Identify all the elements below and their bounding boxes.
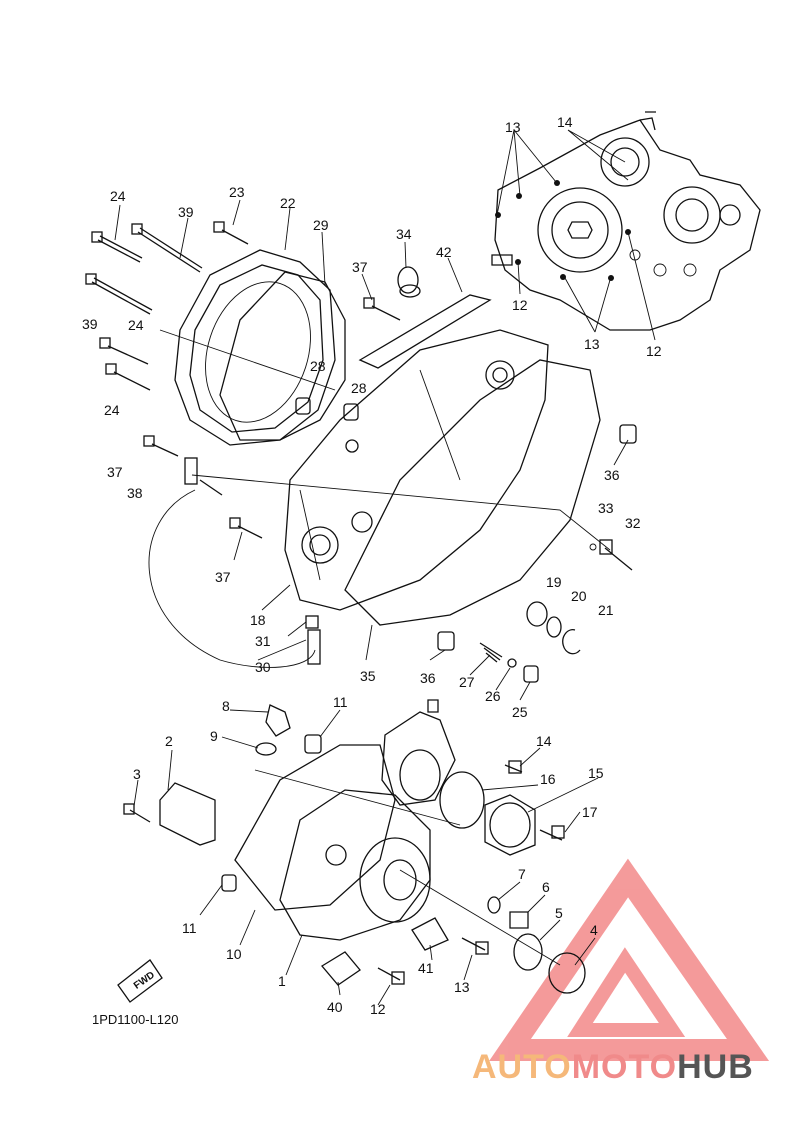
callout-label: 8	[222, 698, 230, 714]
callout-label: 13	[505, 119, 521, 135]
callout-label: 28	[310, 358, 326, 374]
callout-label: 19	[546, 574, 562, 590]
callout-label: 31	[255, 633, 271, 649]
callout-label: 17	[582, 804, 598, 820]
callout-label: 1	[278, 973, 286, 989]
watermark-logo	[489, 858, 770, 1061]
bolt-32	[589, 539, 633, 571]
callout-label: 13	[454, 979, 470, 995]
callout-label: 3	[133, 766, 141, 782]
callout-label: 29	[313, 217, 329, 233]
dowel-pins-28	[295, 397, 359, 421]
callout-label: 5	[555, 905, 563, 921]
water-pump-housing	[381, 699, 456, 806]
callout-label: 40	[327, 999, 343, 1015]
callout-label: 37	[107, 464, 123, 480]
guide-plate-42	[358, 294, 492, 369]
callout-label: 25	[512, 704, 528, 720]
callout-label: 39	[178, 204, 194, 220]
callout-label: 14	[557, 114, 573, 130]
callout-label: 28	[351, 380, 367, 396]
callout-label: 24	[128, 317, 144, 333]
callout-label: 15	[588, 765, 604, 781]
spring-27-ball-26-plug-25	[437, 631, 539, 683]
callout-label: 23	[229, 184, 245, 200]
callout-label: 9	[210, 728, 218, 744]
callout-label: 18	[250, 612, 266, 628]
bearing-19-washer-20-clip-21	[526, 601, 581, 655]
crankcase-gasket-35	[344, 359, 601, 626]
callout-label: 11	[182, 920, 197, 936]
callout-label: 12	[370, 1001, 386, 1017]
callout-label: 7	[518, 866, 526, 882]
callout-label: 39	[82, 316, 98, 332]
callout-label: 13	[584, 336, 600, 352]
callout-label: 22	[280, 195, 296, 211]
callout-label: 37	[215, 569, 231, 585]
callout-label: 12	[646, 343, 662, 359]
brand-part-moto: MOTO	[571, 1048, 678, 1086]
callout-label: 11	[333, 694, 348, 710]
callout-label: 24	[104, 402, 120, 418]
callout-label: 30	[255, 659, 271, 675]
callout-label: 38	[127, 485, 143, 501]
callout-label: 36	[420, 670, 436, 686]
fwd-label: FWD	[132, 970, 157, 992]
crankcase-dowel-points	[495, 180, 631, 281]
callout-label: 10	[226, 946, 242, 962]
clutch-cover-gasket	[219, 271, 346, 441]
crankcase-assembly	[491, 111, 761, 331]
watermark-brand: AUTOMOTOHUB	[472, 1048, 754, 1087]
hose-30	[305, 615, 321, 665]
callout-label: 24	[110, 188, 126, 204]
callout-numbers: 24 39 23 22 29 34 42 37 39 24 24 28 28 1…	[82, 114, 662, 1017]
callout-label: 2	[165, 733, 173, 749]
callout-label: 35	[360, 668, 376, 684]
cable-loop-38	[148, 457, 316, 668]
drawing-code: 1PD1100-L120	[92, 1012, 179, 1027]
callout-label: 4	[590, 922, 598, 938]
magneto-cover-1	[279, 789, 431, 941]
callout-label: 42	[436, 244, 452, 260]
fwd-arrow-icon	[117, 959, 163, 1003]
lower-small-parts	[123, 704, 586, 994]
pump-cover-15	[484, 794, 536, 856]
callout-label: 12	[512, 297, 528, 313]
cover-bolts	[85, 221, 401, 539]
brand-part-hub: HUB	[677, 1048, 754, 1086]
dowel-36-upper	[619, 424, 637, 444]
callout-label: 21	[598, 602, 614, 618]
brand-part-auto: AUTO	[472, 1048, 572, 1086]
clutch-cover	[174, 249, 336, 446]
leader-lines	[114, 129, 656, 1006]
o-ring-16	[439, 771, 485, 829]
callout-label: 33	[598, 500, 614, 516]
callout-label: 6	[542, 879, 550, 895]
callout-label: 36	[604, 467, 620, 483]
callout-label: 26	[485, 688, 501, 704]
crankcase-cover-center	[284, 329, 549, 611]
callout-label: 27	[459, 674, 475, 690]
oil-seal-34	[397, 266, 421, 298]
callout-label: 41	[418, 960, 434, 976]
callout-label: 14	[536, 733, 552, 749]
callout-label: 37	[352, 259, 368, 275]
callout-label: 20	[571, 588, 587, 604]
callout-label: 34	[396, 226, 412, 242]
callout-label: 32	[625, 515, 641, 531]
callout-label: 16	[540, 771, 556, 787]
magneto-cover-gasket-10	[234, 744, 396, 911]
